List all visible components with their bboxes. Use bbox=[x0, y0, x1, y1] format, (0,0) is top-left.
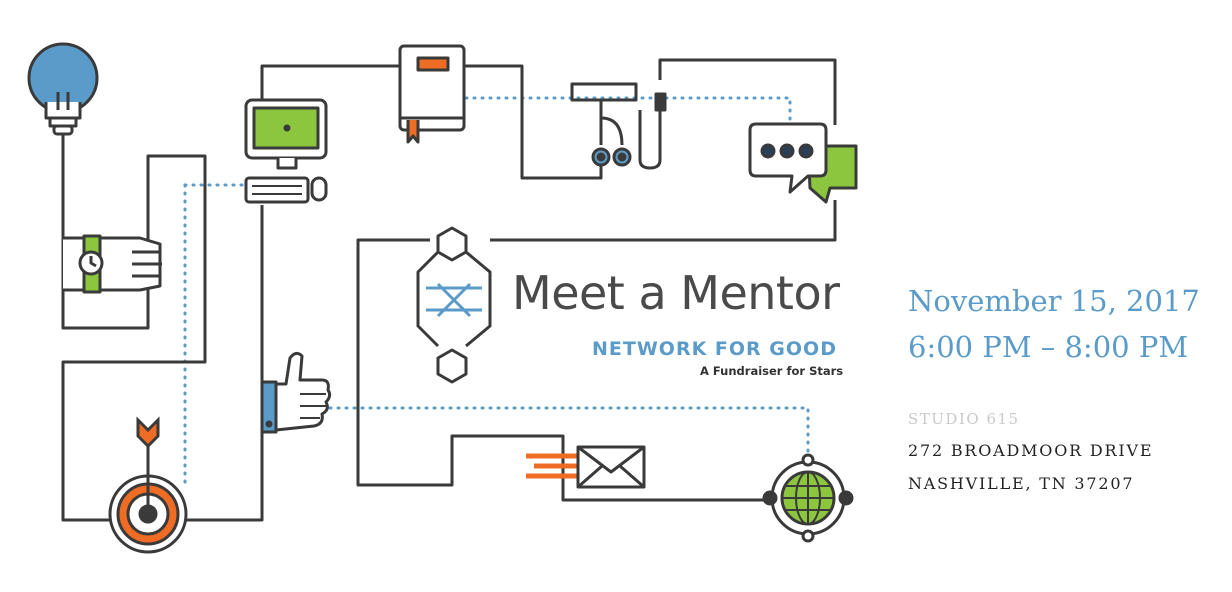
notebook-icon bbox=[398, 44, 466, 144]
envelope-icon bbox=[526, 445, 646, 489]
address-line-1: 272 BROADMOOR DRIVE bbox=[908, 441, 1154, 460]
circuit-lines bbox=[61, 58, 837, 522]
chat-bubble-icon bbox=[748, 122, 858, 204]
event-title: Meet a Mentor bbox=[512, 266, 840, 320]
earbuds-icon bbox=[570, 82, 667, 170]
organization-name: NETWORK FOR GOOD bbox=[592, 338, 837, 360]
dotted-connectors bbox=[183, 96, 810, 487]
globe-icon bbox=[762, 453, 854, 543]
logo-mark bbox=[416, 226, 492, 384]
thumbs-up-icon bbox=[260, 351, 332, 434]
lightbulb-icon bbox=[27, 42, 99, 136]
computer-icon bbox=[244, 98, 328, 204]
event-tagline: A Fundraiser for Stars bbox=[700, 364, 844, 378]
wristwatch-icon bbox=[63, 234, 162, 294]
address-line-2: NASHVILLE, TN 37207 bbox=[908, 474, 1135, 493]
event-time: 6:00 PM – 8:00 PM bbox=[908, 330, 1189, 364]
event-date: November 15, 2017 bbox=[908, 284, 1200, 318]
target-icon bbox=[108, 416, 188, 554]
venue-name: STUDIO 615 bbox=[908, 410, 1020, 428]
